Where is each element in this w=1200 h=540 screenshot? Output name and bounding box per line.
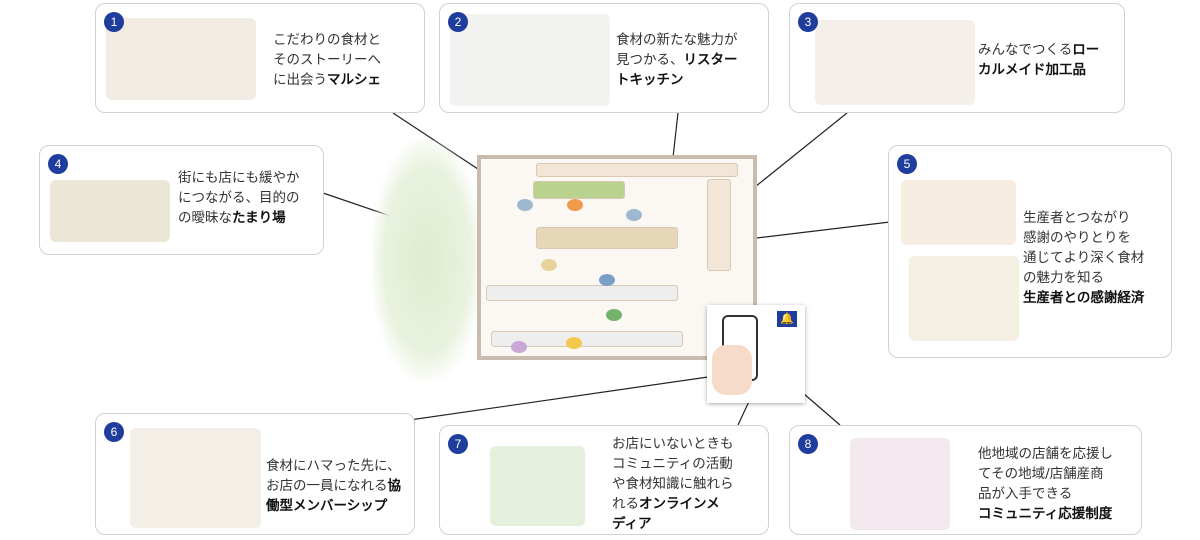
number-badge: 5 [897,154,917,174]
park-area [372,140,482,380]
card-restart-kitchen: 2 食材の新たな魅力が 見つかる、リスター トキッチン [439,3,769,113]
card-text: こだわりの食材と そのストーリーへ に出会うマルシェ [273,32,381,88]
card-text: 食材にハマった先に、 お店の一員になれる協 働型メンバーシップ [266,458,401,514]
card-local-made: 3 みんなでつくるロー カルメイド加工品 [789,3,1125,113]
notification-bell-icon: 🔔 [777,311,797,327]
card-community-support: 8 他地域の店舗を応援し てその地域/店舗産商 品が入手できる コミュニティ応援… [789,425,1142,535]
person [599,274,615,286]
card-marche: 1 こだわりの食材と そのストーリーへ に出会うマルシェ [95,3,425,113]
counter [486,285,678,301]
card-text: 食材の新たな魅力が 見つかる、リスター トキッチン [616,32,738,88]
person [517,199,533,211]
kitchen-counter [491,331,683,347]
number-badge: 6 [104,422,124,442]
marche-illustration [106,18,256,100]
producer-illustration [901,180,1016,245]
smartphone-illustration: 🔔 [707,305,805,403]
card-text: 街にも店にも緩やか につながる、目的の の曖昧なたまり場 [178,170,300,226]
megaphone-illustration [850,438,950,530]
number-badge: 7 [448,434,468,454]
card-text: 他地域の店舗を応援し てその地域/店舗産商 品が入手できる コミュニティ応援制度 [978,446,1113,522]
card-tamariba: 4 街にも店にも緩やか につながる、目的の の曖昧なたまり場 [39,145,324,255]
store-floor-plan [477,155,757,360]
card-text: 生産者とつながり 感謝のやりとりを 通じてより深く食材 の魅力を知る 生産者との… [1023,210,1145,306]
magazine-illustration [490,446,585,526]
number-badge: 4 [48,154,68,174]
person [567,199,583,211]
number-badge: 1 [104,12,124,32]
side-shelf [707,179,731,271]
kitchen-illustration [450,14,610,106]
number-badge: 3 [798,12,818,32]
card-online-media: 7 お店にいないときも コミュニティの活動 や食材知識に触れら れるオンラインメ… [439,425,769,535]
center-island [536,227,678,249]
person [541,259,557,271]
processed-goods-illustration [815,20,975,105]
number-badge: 8 [798,434,818,454]
person [606,309,622,321]
produce-shelf [533,181,625,199]
thank-you-card-illustration [909,256,1019,341]
number-badge: 2 [448,12,468,32]
card-gratitude-economy: 5 生産者とつながり 感謝のやりとりを 通じてより深く食材 の魅力を知る 生産者… [888,145,1172,358]
members-illustration [130,428,261,528]
person [626,209,642,221]
card-text: みんなでつくるロー カルメイド加工品 [978,42,1100,78]
wall-shelf [536,163,738,177]
tamariba-illustration [50,180,170,242]
person [511,341,527,353]
card-text: お店にいないときも コミュニティの活動 や食材知識に触れら れるオンラインメ デ… [612,436,734,532]
person [566,337,582,349]
card-membership: 6 食材にハマった先に、 お店の一員になれる協 働型メンバーシップ [95,413,415,535]
